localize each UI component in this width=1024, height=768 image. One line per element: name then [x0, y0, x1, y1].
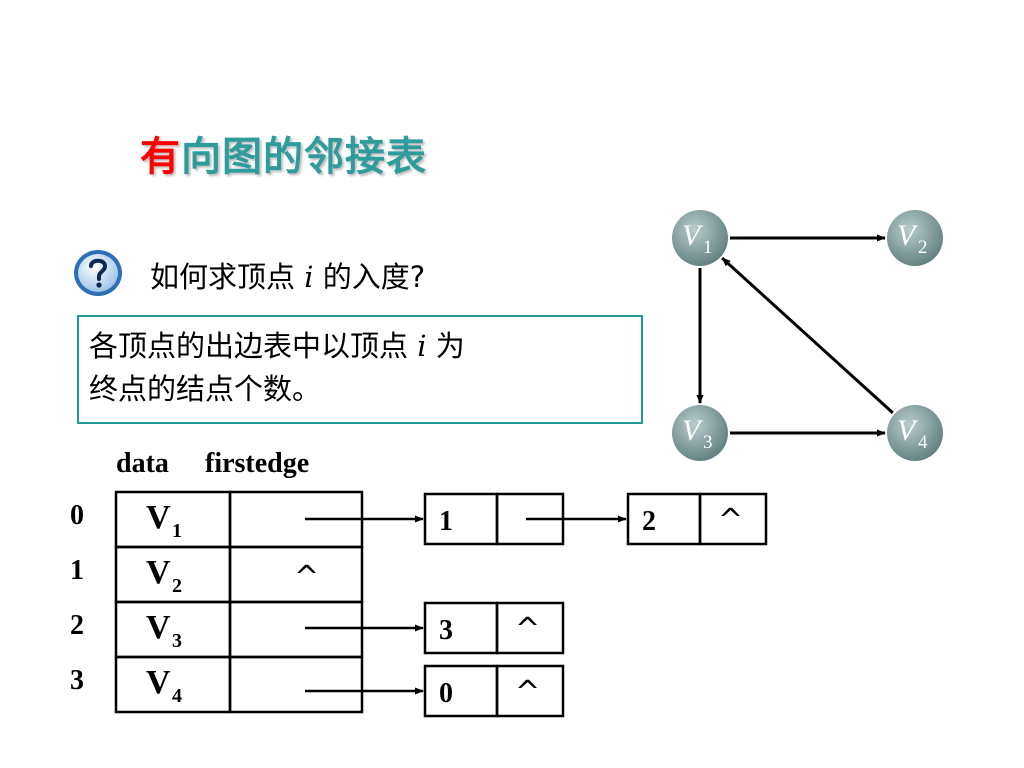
- null-pointer: ^: [515, 612, 540, 647]
- null-pointer: ^: [718, 503, 743, 538]
- question-before: 如何求顶点: [150, 260, 305, 294]
- adjvex-cell: [423, 601, 499, 655]
- graph-edges: [696, 234, 894, 437]
- node-sub: 1: [703, 237, 713, 258]
- next-cell: [698, 492, 768, 546]
- question-var: i: [304, 260, 314, 294]
- graph-edge-V4-V1: [721, 257, 894, 414]
- answer-after: 为: [426, 329, 465, 363]
- table-header-firstedge: firstedge: [205, 448, 309, 479]
- adjvex-cell: [423, 492, 499, 546]
- node-label: V: [682, 219, 704, 252]
- vertex-label: V: [146, 554, 171, 591]
- null-pointer: ^: [294, 560, 319, 595]
- node-label: V: [897, 414, 919, 447]
- null-pointer: ^: [515, 675, 540, 710]
- title-first-char: 有: [140, 134, 181, 180]
- row-index: 0: [70, 500, 84, 531]
- table-header-data: data: [116, 448, 169, 479]
- node-sub: 2: [918, 237, 928, 258]
- answer-before: 各顶点的出边表中以顶点: [89, 329, 418, 363]
- question-after: 的入度?: [313, 260, 426, 294]
- node-circle: [672, 405, 728, 461]
- row-index: 3: [70, 665, 84, 696]
- question-text: 如何求顶点 i 的入度?: [150, 254, 425, 296]
- vertex-sub: 4: [172, 685, 182, 707]
- node-circle: [887, 405, 943, 461]
- page-title: 有向图的邻接表: [140, 124, 427, 182]
- row-index: 1: [70, 555, 84, 586]
- edge-node: 0^: [423, 664, 565, 718]
- edge-node: 1: [423, 492, 565, 546]
- node-circle: [672, 210, 728, 266]
- row-index: 2: [70, 610, 84, 641]
- vertex-label: V: [146, 499, 171, 536]
- node-label: V: [897, 219, 919, 252]
- node-label: V: [682, 414, 704, 447]
- vertex-sub: 2: [172, 575, 182, 597]
- adjvex-cell: [423, 664, 499, 718]
- question-mark-icon: [74, 250, 122, 296]
- adjvex-value: 3: [439, 615, 453, 646]
- vertex-label: V: [146, 609, 171, 646]
- next-cell: [495, 664, 565, 718]
- adjvex-value: 2: [642, 506, 656, 537]
- node-circle: [887, 210, 943, 266]
- answer-box: 各顶点的出边表中以顶点 i 为 终点的结点个数。: [77, 315, 643, 424]
- firstedge-cell: [228, 600, 364, 659]
- answer-line-2: 终点的结点个数。: [89, 372, 322, 406]
- adjvex-cell: [626, 492, 702, 546]
- adjvex-value: 0: [439, 678, 453, 709]
- firstedge-cell: [228, 655, 364, 714]
- next-cell: [495, 601, 565, 655]
- answer-var: i: [417, 329, 427, 363]
- edge-node: 2^: [626, 492, 768, 546]
- node-sub: 3: [703, 432, 713, 453]
- edge-node: 3^: [423, 601, 565, 655]
- vertex-sub: 3: [172, 630, 182, 652]
- title-rest: 向图的邻接表: [181, 134, 427, 180]
- vertex-sub: 1: [172, 520, 182, 542]
- answer-line-1: 各顶点的出边表中以顶点 i 为: [89, 325, 631, 368]
- adjvex-value: 1: [439, 506, 453, 537]
- node-sub: 4: [918, 432, 928, 453]
- vertex-label: V: [146, 664, 171, 701]
